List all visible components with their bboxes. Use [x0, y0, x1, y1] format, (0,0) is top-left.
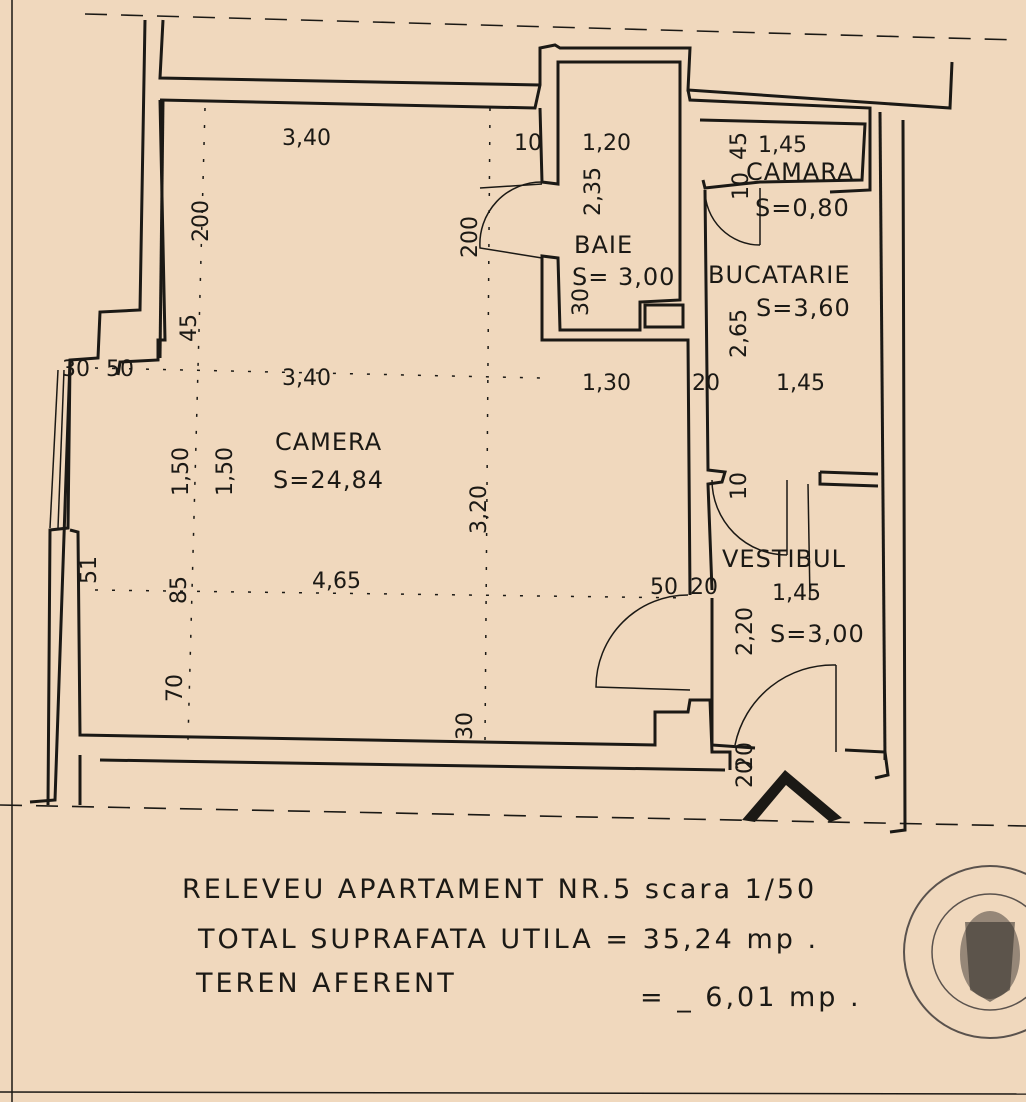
note-total-area: TOTAL SUPRAFATA UTILA = 35,24 mp . [197, 924, 819, 955]
dim-baie-30: 30 [569, 288, 594, 316]
dim-door-20: 20 [690, 575, 718, 600]
dim-left-70: 70 [163, 674, 188, 702]
note-title: RELEVEU APARTAMENT NR.5 scara 1/50 [182, 874, 817, 905]
note-land-label: TEREN AFERENT [195, 968, 457, 999]
dim-camera-depth: 4,65 [312, 569, 361, 594]
dim-vestibul-145: 1,45 [772, 581, 821, 606]
door-swings [479, 181, 837, 752]
dimension-guides [94, 107, 691, 741]
vestibul-name: VESTIBUL [722, 545, 846, 573]
camera-name: CAMERA [275, 428, 382, 456]
dim-w-20a: 20 [692, 371, 720, 396]
dim-camara-10: 10 [729, 172, 754, 200]
camara-name: CAMARA [746, 158, 854, 186]
dim-door-200-mid: 200 [458, 216, 483, 258]
dim-camera-width-mid: 3,40 [282, 366, 331, 391]
dimension-labels-vertical: 200 200 45 1,50 1,50 85 70 51 3,20 2,35 … [77, 132, 758, 788]
bucatarie-area: S=3,60 [756, 294, 851, 322]
bucatarie-name: BUCATARIE [708, 261, 850, 289]
dim-left-150b: 1,50 [213, 447, 238, 496]
dim-left-30: 30 [62, 357, 90, 382]
dim-bucatarie-265: 2,65 [727, 309, 752, 358]
dim-baie-wall-10: 10 [514, 131, 542, 156]
dimension-labels: 3,40 3,40 4,65 30 50 10 1,20 1,30 20 1,4… [62, 126, 825, 606]
baie-area: S= 3,00 [572, 263, 675, 291]
dim-bottom-30: 30 [453, 712, 478, 740]
dim-vestibul-10: 10 [727, 472, 752, 500]
vestibul-area: S=3,00 [770, 620, 865, 648]
dim-entry-20b: 20 [733, 760, 758, 788]
dim-left-45: 45 [177, 314, 202, 342]
dim-camara-45: 45 [727, 132, 752, 160]
walls [29, 19, 954, 834]
dim-entry-20a: 20 [733, 742, 758, 770]
dim-left-50: 50 [106, 357, 134, 382]
camara-area: S=0,80 [755, 194, 850, 222]
dim-vestibul-220: 2,20 [733, 607, 758, 656]
note-land-value: = _ 6,01 mp . [640, 982, 862, 1013]
dim-baie-120: 1,20 [582, 131, 631, 156]
baie-name: BAIE [574, 231, 633, 259]
dim-camera-width-top: 3,40 [282, 126, 331, 151]
official-stamp-icon [903, 865, 1026, 1039]
dim-camera-320: 3,20 [467, 485, 492, 534]
dim-left-51: 51 [77, 556, 102, 584]
title-block: RELEVEU APARTAMENT NR.5 scara 1/50 TOTAL… [182, 874, 862, 1013]
room-labels: CAMERA S=24,84 BAIE S= 3,00 CAMARA S=0,8… [273, 158, 865, 648]
dim-w-130: 1,30 [582, 371, 631, 396]
dim-bucatarie-145: 1,45 [776, 371, 825, 396]
dim-door-200-left: 200 [189, 200, 214, 242]
dim-camara-145: 1,45 [758, 133, 807, 158]
dim-left-85: 85 [167, 576, 192, 604]
dim-left-150a: 1,50 [169, 447, 194, 496]
dim-baie-235: 2,35 [581, 167, 606, 216]
dim-door-50: 50 [650, 575, 678, 600]
entry-arrow-icon [742, 770, 842, 822]
camera-area: S=24,84 [273, 466, 384, 494]
